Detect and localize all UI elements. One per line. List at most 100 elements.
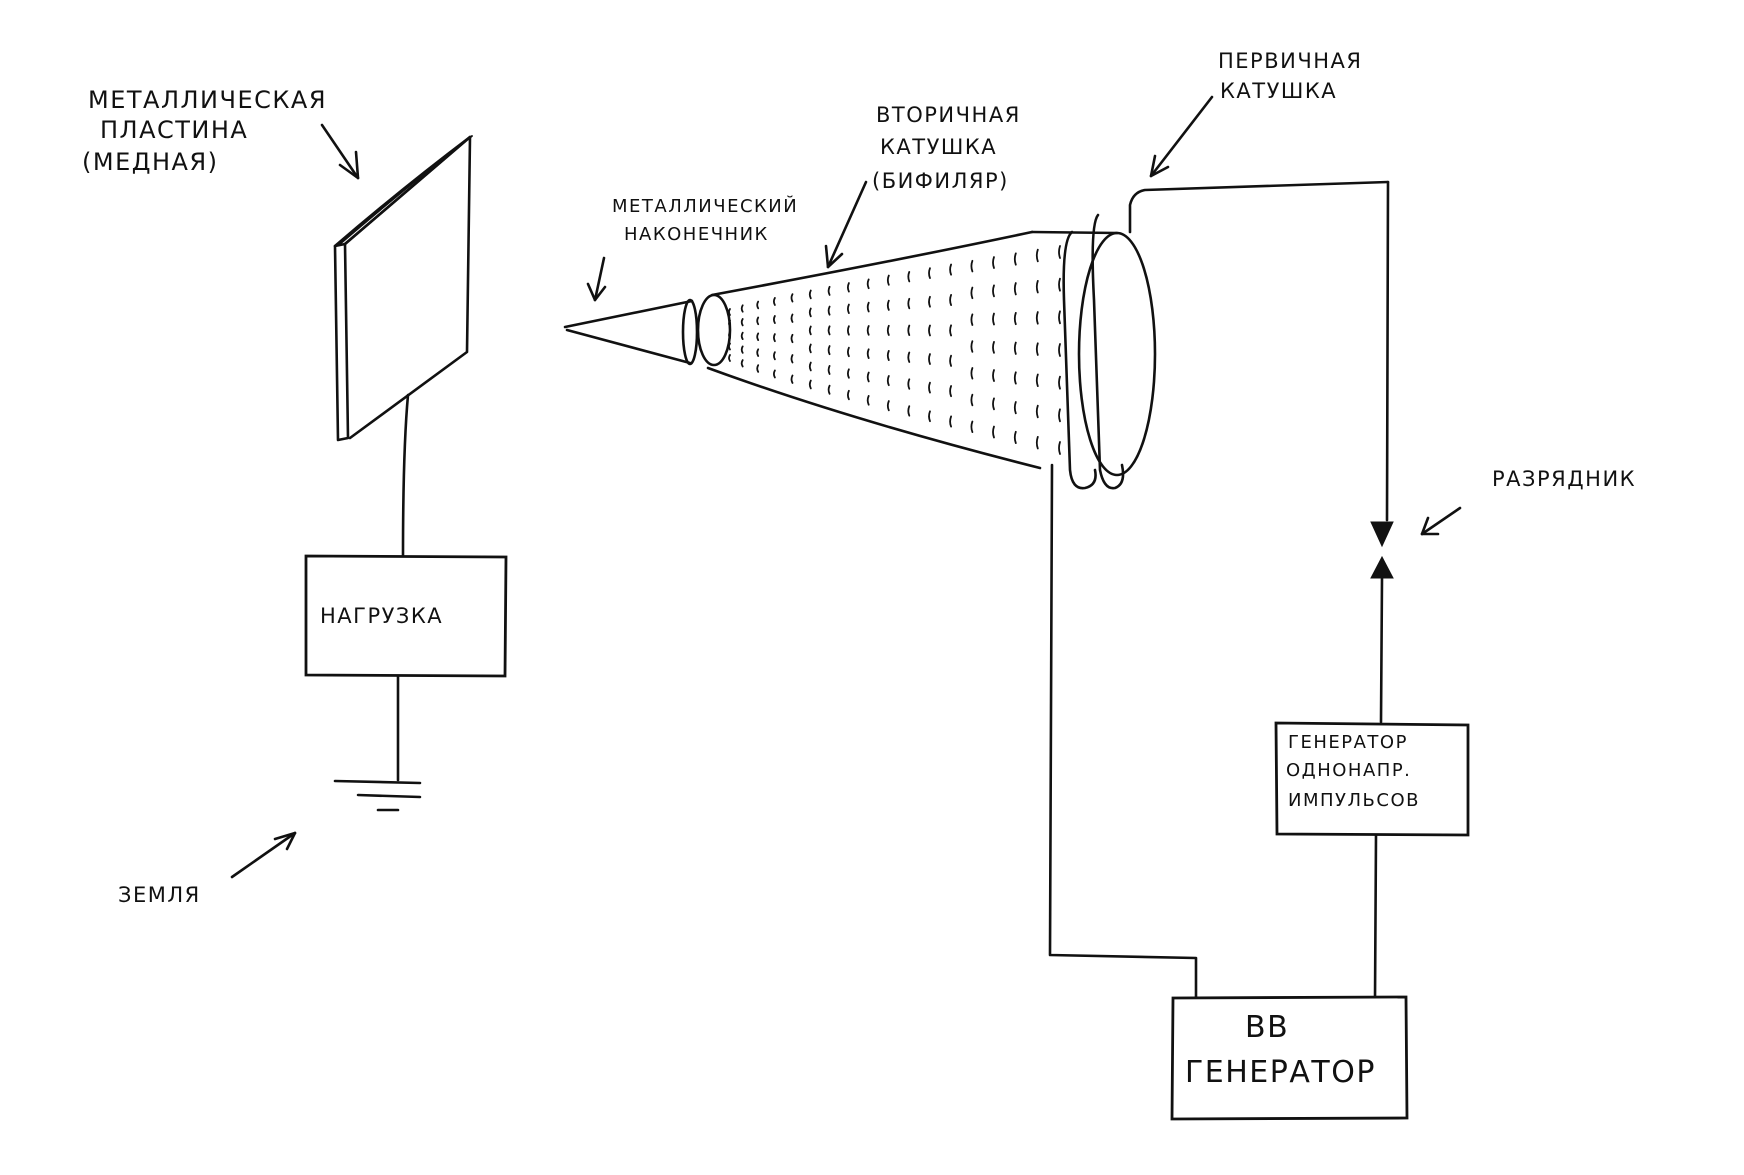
winding-mark xyxy=(970,259,974,273)
winding-mark xyxy=(827,325,831,336)
winding-mark xyxy=(827,345,831,356)
winding-mark xyxy=(773,333,776,343)
winding-mark xyxy=(1013,282,1017,296)
metal-plate xyxy=(333,135,473,442)
primary-coil-label: ПЕРВИЧНАЯ КАТУШКА xyxy=(1218,49,1371,103)
winding-mark xyxy=(866,348,870,359)
winding-mark xyxy=(728,308,731,316)
winding-mark xyxy=(1035,248,1039,263)
winding-mark xyxy=(740,331,744,340)
winding-mark xyxy=(970,420,974,433)
winding-mark xyxy=(866,371,870,383)
winding-mark xyxy=(928,353,931,365)
ground-arrow xyxy=(230,831,297,879)
winding-mark xyxy=(886,274,890,286)
winding-mark xyxy=(907,324,911,336)
winding-mark xyxy=(827,285,831,296)
secondary-coil-windings xyxy=(728,245,1061,455)
winding-mark xyxy=(1013,401,1017,415)
winding-mark xyxy=(992,425,995,439)
winding-mark xyxy=(1013,312,1017,326)
secondary-coil-arrow xyxy=(824,180,868,269)
winding-mark xyxy=(866,278,870,290)
winding-mark xyxy=(949,385,952,398)
spark-gap-label: РАЗРЯДНИК xyxy=(1492,467,1636,491)
wire-spark-gap-to-pulse-generator xyxy=(1379,576,1384,724)
winding-mark xyxy=(907,351,911,363)
winding-mark xyxy=(886,324,890,336)
winding-mark xyxy=(773,351,776,361)
winding-mark xyxy=(1035,404,1039,419)
winding-mark xyxy=(928,267,931,279)
winding-mark xyxy=(1058,408,1061,423)
winding-mark xyxy=(847,303,850,314)
winding-mark xyxy=(1058,277,1061,292)
winding-mark xyxy=(790,333,794,344)
winding-mark xyxy=(928,381,931,394)
winding-mark xyxy=(827,305,831,316)
winding-mark xyxy=(827,365,831,375)
wire-plate-to-load xyxy=(401,393,410,557)
winding-mark xyxy=(992,312,995,326)
spark-gap xyxy=(1370,521,1394,579)
winding-mark xyxy=(928,295,931,308)
winding-mark xyxy=(1035,311,1039,325)
wire-coil-to-hv-generator xyxy=(1048,463,1198,1002)
winding-mark xyxy=(728,319,731,328)
winding-mark xyxy=(740,318,744,327)
winding-mark xyxy=(992,341,995,354)
winding-mark xyxy=(756,332,760,341)
secondary-coil xyxy=(696,230,1157,477)
winding-mark xyxy=(992,397,995,411)
winding-mark xyxy=(773,315,776,324)
winding-mark xyxy=(1035,280,1039,294)
winding-mark xyxy=(756,300,760,310)
winding-mark xyxy=(847,389,850,401)
winding-mark xyxy=(866,301,870,313)
winding-mark xyxy=(886,350,890,361)
winding-mark xyxy=(1035,436,1039,450)
winding-mark xyxy=(970,286,974,300)
winding-mark xyxy=(756,364,760,373)
winding-mark xyxy=(827,384,831,395)
winding-mark xyxy=(1013,252,1017,266)
winding-mark xyxy=(1058,375,1061,390)
winding-mark xyxy=(808,307,812,318)
winding-mark xyxy=(1058,343,1061,357)
winding-mark xyxy=(886,375,890,387)
ground-label: ЗЕМЛЯ xyxy=(118,883,201,907)
winding-mark xyxy=(728,331,731,339)
winding-mark xyxy=(886,400,890,412)
winding-mark xyxy=(1035,342,1039,356)
ground-symbol xyxy=(333,779,422,812)
winding-mark xyxy=(949,415,952,428)
winding-mark xyxy=(907,271,911,283)
winding-mark xyxy=(949,354,952,367)
metal-tip-arrow xyxy=(586,256,607,302)
winding-mark xyxy=(808,379,812,390)
winding-mark xyxy=(1058,310,1061,325)
winding-mark xyxy=(847,325,850,336)
winding-mark xyxy=(808,289,812,300)
winding-mark xyxy=(847,368,850,379)
winding-mark xyxy=(1058,245,1061,259)
load-label: НАГРУЗКА xyxy=(320,604,443,628)
winding-mark xyxy=(992,256,995,269)
metal-tip xyxy=(563,298,699,366)
wire-pulse-generator-to-hv-generator xyxy=(1373,833,1378,1001)
winding-mark xyxy=(790,374,794,384)
winding-mark xyxy=(949,324,952,337)
metal-plate-label: МЕТАЛЛИЧЕСКАЯ ПЛАСТИНА (МЕДНАЯ) xyxy=(82,86,336,176)
winding-mark xyxy=(728,342,731,351)
winding-mark xyxy=(970,393,974,407)
primary-coil-arrow xyxy=(1149,95,1214,178)
winding-mark xyxy=(847,282,850,293)
winding-mark xyxy=(907,297,911,310)
winding-mark xyxy=(1013,430,1017,444)
winding-mark xyxy=(886,299,890,311)
pulse-generator-box: ГЕНЕРАТОР ОДНОНАПР. ИМПУЛЬСОВ xyxy=(1274,721,1470,837)
winding-mark xyxy=(992,369,995,382)
winding-mark xyxy=(808,343,812,354)
winding-mark xyxy=(756,348,760,357)
